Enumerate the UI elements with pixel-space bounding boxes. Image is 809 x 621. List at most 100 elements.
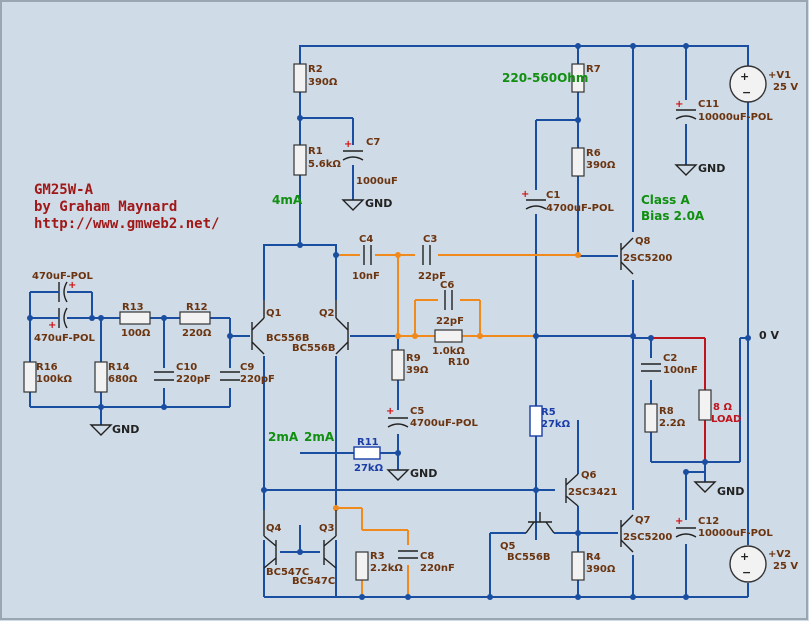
label-c12-name: C12	[698, 516, 719, 527]
note-current-2ma-a: 2mA	[268, 430, 299, 444]
label-r3-value: 2.2kΩ	[370, 563, 403, 574]
label-q6-value: 2SC3421	[568, 487, 617, 498]
label-cin2-name: 470uF-POL	[34, 333, 95, 344]
label-r11-value: 27kΩ	[354, 463, 384, 474]
resistor-r10	[434, 329, 463, 343]
component-labels: R2 390Ω R1 5.6kΩ C7 1000uF GND C4 10nF C…	[32, 64, 798, 587]
resistors	[23, 63, 712, 581]
svg-text:−: −	[742, 86, 751, 99]
transistor-q7	[620, 514, 634, 553]
label-c8-name: C8	[420, 551, 434, 562]
label-r13-name: R13	[122, 302, 144, 313]
capacitors: + + + + +	[48, 99, 697, 559]
label-q5-name: Q5	[500, 541, 516, 552]
label-c2-name: C2	[663, 353, 677, 364]
label-q4-name: Q4	[266, 523, 282, 534]
label-q1-value: BC556B	[266, 333, 309, 344]
label-r14-name: R14	[108, 362, 130, 373]
capacitor-c1: +	[521, 189, 547, 210]
note-current-2ma-b: 2mA	[304, 430, 335, 444]
label-r14-value: 680Ω	[108, 374, 138, 385]
ground-icon	[89, 424, 113, 436]
resistor-r1	[293, 144, 307, 176]
label-c6-value: 22pF	[436, 316, 464, 327]
label-r1-value: 5.6kΩ	[308, 159, 341, 170]
transistor-q4	[263, 510, 277, 569]
title-line-3[interactable]: http://www.gmweb2.net/	[34, 216, 219, 232]
svg-text:+: +	[675, 99, 683, 110]
label-gnd-c11: GND	[698, 162, 725, 175]
label-r12-value: 220Ω	[182, 328, 212, 339]
resistor-r3	[355, 551, 369, 581]
label-load-name: 8 Ω	[713, 402, 732, 413]
label-c1-value: 4700uF-POL	[546, 203, 614, 214]
ground-icon	[386, 469, 410, 481]
label-c4-name: C4	[359, 234, 373, 245]
transistor-q5	[525, 512, 555, 534]
label-r11-name: R11	[357, 437, 379, 448]
label-c4-value: 10nF	[352, 271, 380, 282]
label-v2-value: 25 V	[773, 561, 798, 572]
label-gnd-input: GND	[112, 423, 139, 436]
resistor-r16	[23, 361, 37, 393]
label-c6-name: C6	[440, 280, 454, 291]
resistor-r11	[353, 446, 381, 460]
label-r12-name: R12	[186, 302, 208, 313]
capacitor-c12: +	[675, 516, 697, 538]
capacitor-c6	[444, 290, 453, 310]
capacitor-c7: +	[342, 139, 364, 161]
label-c12-value: 10000uF-POL	[698, 528, 773, 539]
label-cin1-name: 470uF-POL	[32, 271, 93, 282]
label-q8-value: 2SC5200	[623, 253, 672, 264]
label-c11-value: 10000uF-POL	[698, 112, 773, 123]
label-q2-name: Q2	[319, 308, 335, 319]
label-q6-name: Q6	[581, 470, 597, 481]
title-line-2: by Graham Maynard	[34, 199, 177, 215]
label-r2-value: 390Ω	[308, 77, 338, 88]
wires-red	[651, 337, 706, 462]
resistor-load	[698, 389, 712, 421]
svg-text:+: +	[386, 406, 394, 417]
label-q7-name: Q7	[635, 515, 651, 526]
label-gnd-c7: GND	[365, 197, 392, 210]
label-c10-name: C10	[176, 362, 197, 373]
label-c5-value: 4700uF-POL	[410, 418, 478, 429]
note-class-a: Class A	[641, 193, 690, 207]
capacitor-c2	[641, 363, 661, 372]
label-q3-value: BC547C	[292, 576, 335, 587]
note-bias: Bias 2.0A	[641, 209, 705, 223]
capacitor-input-2: +	[48, 307, 68, 331]
transistor-q8	[620, 237, 634, 275]
resistor-r12	[179, 311, 211, 325]
label-r4-value: 390Ω	[586, 564, 616, 575]
wires-blue	[29, 45, 749, 598]
transistor-q6	[565, 473, 579, 507]
junctions	[27, 43, 751, 600]
ground-icon	[693, 481, 717, 493]
label-c9-name: C9	[240, 362, 254, 373]
label-q5-value: BC556B	[507, 552, 550, 563]
svg-text:+: +	[740, 70, 749, 83]
transistor-q2	[335, 300, 349, 355]
svg-text:+: +	[521, 189, 529, 200]
label-v2-name: +V2	[768, 549, 791, 560]
resistor-r6	[571, 147, 585, 177]
label-c3-value: 22pF	[418, 271, 446, 282]
label-r13-value: 100Ω	[121, 328, 151, 339]
label-r5-value: 27kΩ	[541, 419, 571, 430]
label-r6-name: R6	[586, 148, 601, 159]
label-c8-value: 220nF	[420, 563, 455, 574]
resistor-r13	[119, 311, 151, 325]
label-q4-value: BC547C	[266, 567, 309, 578]
label-c3-name: C3	[423, 234, 437, 245]
wires-orange	[336, 254, 578, 597]
svg-text:+: +	[675, 516, 683, 527]
ground-icon	[674, 164, 698, 176]
label-c9-value: 220pF	[240, 374, 275, 385]
ground-icon	[341, 199, 365, 211]
voltage-source-v2	[729, 545, 767, 583]
label-r10-name: R10	[448, 357, 470, 368]
resistor-r2	[293, 63, 307, 93]
